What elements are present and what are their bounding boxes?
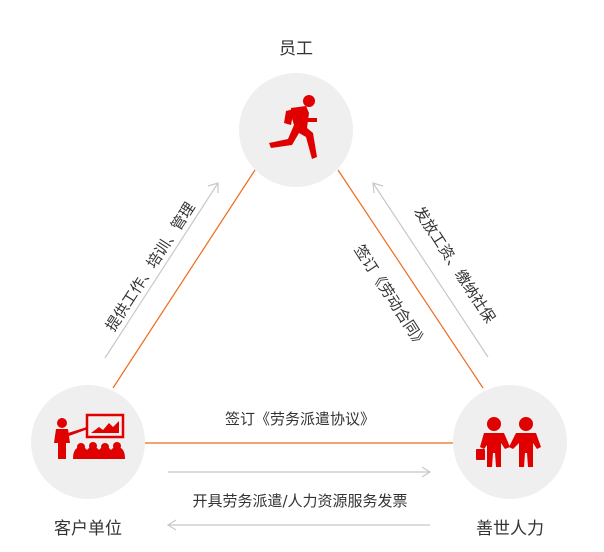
edge-label-invoice: 开具劳务派遣/人力资源服务发票 [192, 492, 408, 510]
client-label: 客户单位 [54, 519, 122, 539]
arrow-client-to-employee [104, 182, 219, 359]
client-node [31, 385, 145, 499]
company-node [453, 385, 567, 499]
company-label: 善世人力 [476, 519, 544, 539]
arrow-client-to-company [168, 466, 432, 478]
running-person-icon [269, 95, 317, 159]
handshake-people-icon [476, 417, 541, 467]
arrow-company-to-employee [372, 182, 489, 358]
employee-node [239, 73, 353, 187]
edge-line-employee-client [112, 169, 256, 389]
edge-line-employee-company [337, 169, 484, 389]
presentation-audience-icon [54, 413, 125, 459]
employee-label: 员工 [279, 39, 313, 59]
arrow-company-to-client [166, 519, 430, 531]
edge-label-dispatch-agreement: 签订《劳务派遣协议》 [224, 410, 375, 428]
